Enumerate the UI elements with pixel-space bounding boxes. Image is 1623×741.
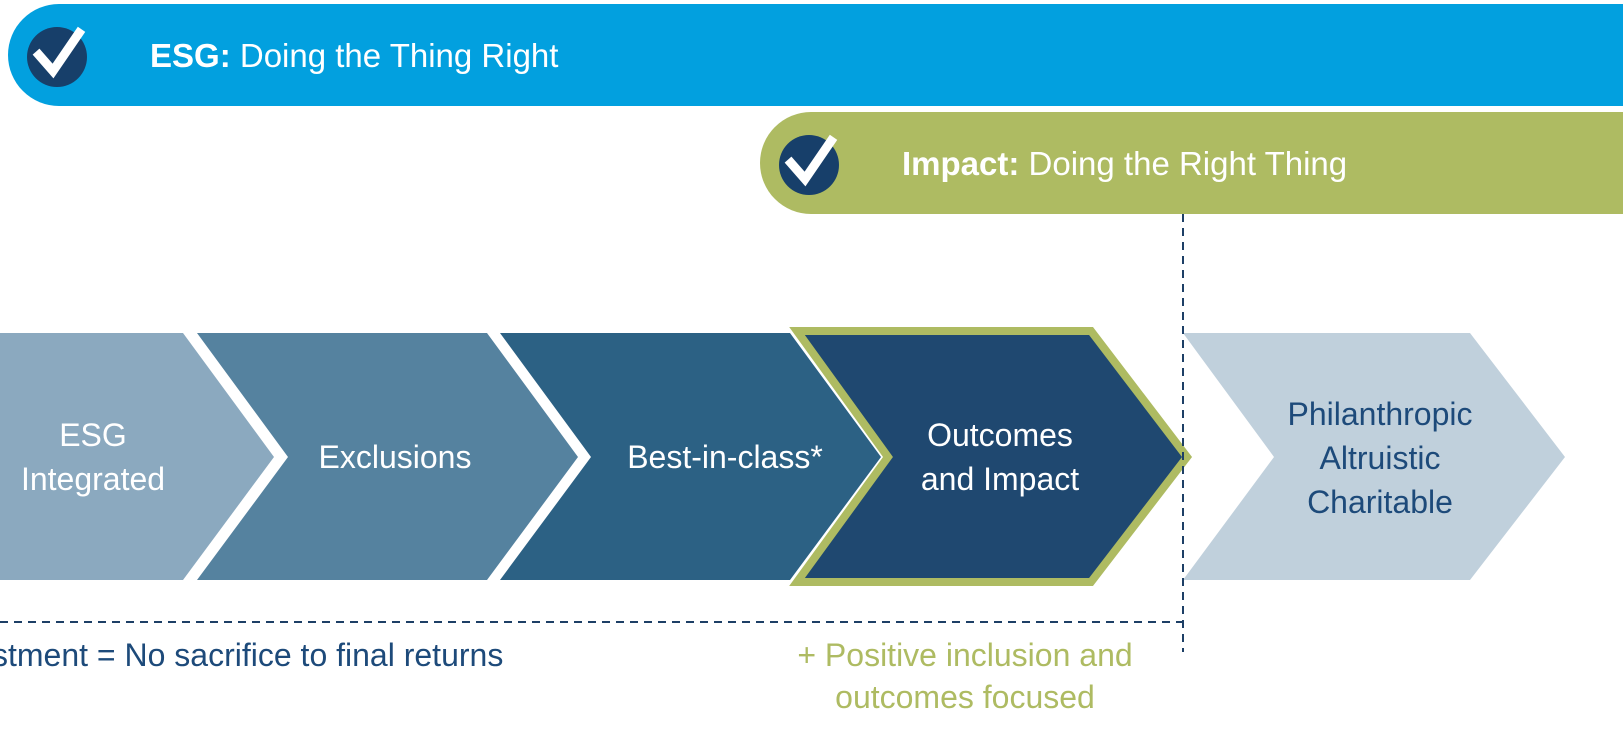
- note-line: + Positive inclusion and: [797, 637, 1133, 673]
- esg-banner-title: ESG: Doing the Thing Right: [150, 37, 558, 75]
- stage-label-line: Best-in-class*: [627, 439, 823, 475]
- stage-label-outcomes-impact: Outcomes and Impact: [895, 413, 1105, 501]
- impact-banner-bold: Impact:: [902, 145, 1020, 182]
- stage-label-line: Integrated: [20, 461, 166, 497]
- chevron-outcomes-impact: [789, 327, 1193, 586]
- stage-label-line: Exclusions: [318, 439, 472, 475]
- note-line: outcomes focused: [835, 679, 1095, 715]
- impact-banner-title: Impact: Doing the Right Thing: [902, 145, 1347, 183]
- checkmark-icon: [779, 134, 839, 195]
- stage-label-esg-integrated: ESG Integrated: [0, 413, 186, 501]
- stage-label-line: and Impact: [920, 461, 1080, 497]
- stage-label-line: ESG: [59, 417, 127, 453]
- stage-label-line: Altruistic: [1319, 440, 1441, 476]
- stage-label-best-in-class: Best-in-class*: [605, 435, 845, 479]
- impact-banner-text: Doing the Right Thing: [1019, 145, 1348, 182]
- stage-label-line: Charitable: [1307, 484, 1453, 520]
- chevron-best-in-class: [500, 333, 881, 580]
- impact-banner: Impact: Doing the Right Thing: [760, 112, 1623, 214]
- chevron-exclusions: [197, 333, 578, 580]
- chevron-philanthropic: [1183, 333, 1565, 580]
- esg-banner: ESG: Doing the Thing Right: [8, 4, 1623, 106]
- checkmark-icon: [27, 26, 87, 87]
- esg-banner-text: Doing the Thing Right: [230, 37, 559, 74]
- note-positive-inclusion: + Positive inclusion and outcomes focuse…: [760, 634, 1170, 718]
- chevron-esg-integrated: [0, 333, 274, 580]
- stage-label-philanthropic: Philanthropic Altruistic Charitable: [1265, 392, 1495, 524]
- stage-label-line: Philanthropic: [1287, 396, 1473, 432]
- esg-banner-bold: ESG:: [150, 37, 231, 74]
- note-no-sacrifice: stment = No sacrifice to final returns: [0, 637, 504, 673]
- stage-label-line: Outcomes: [927, 417, 1073, 453]
- stage-label-exclusions: Exclusions: [295, 435, 495, 479]
